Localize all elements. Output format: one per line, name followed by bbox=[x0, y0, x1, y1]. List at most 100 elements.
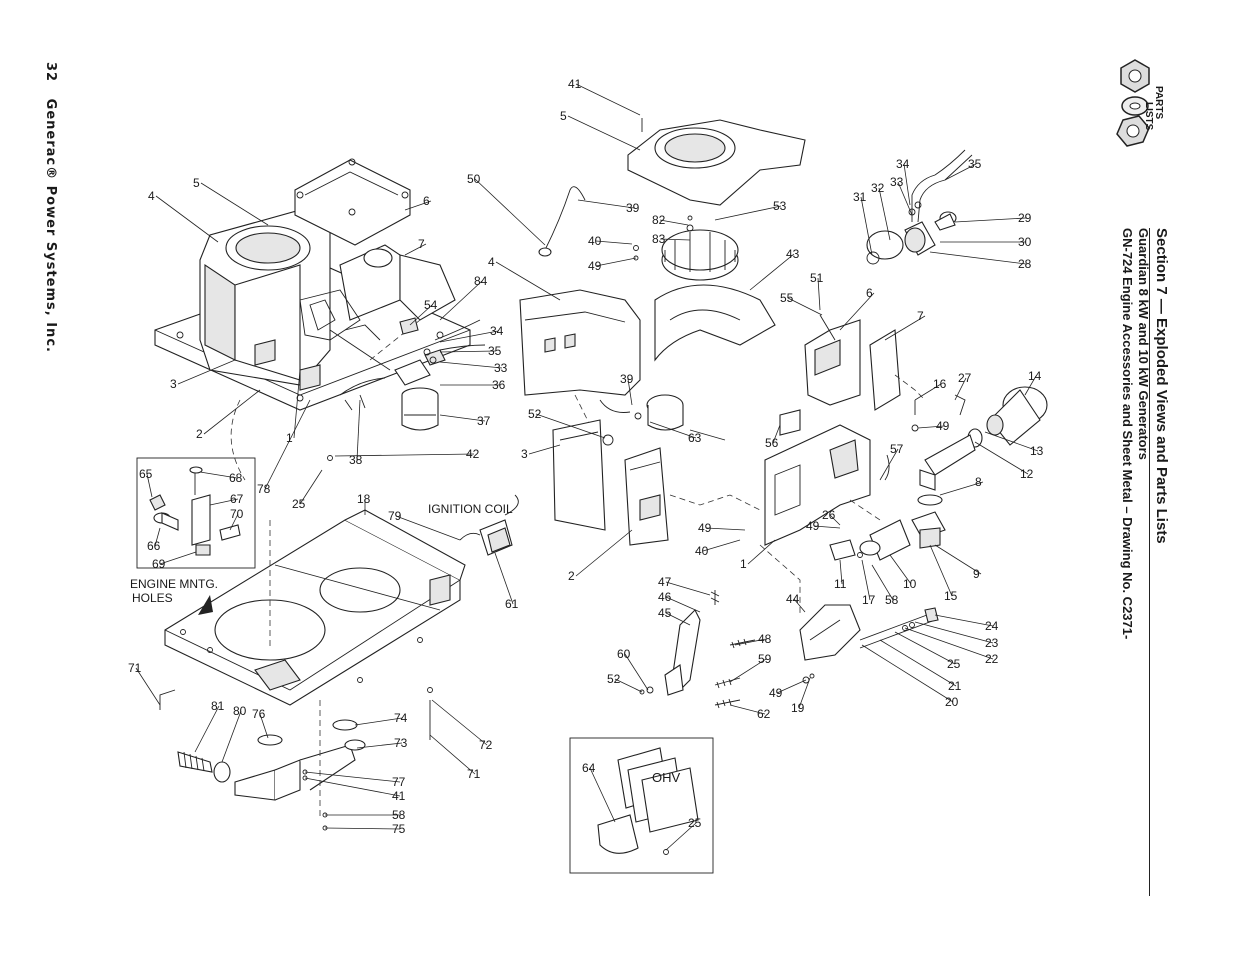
leader-line bbox=[528, 444, 561, 455]
callout-number: 74 bbox=[394, 711, 408, 725]
callout-number: 30 bbox=[1018, 235, 1032, 249]
callout-number: 66 bbox=[147, 539, 161, 553]
callout-number: 41 bbox=[392, 789, 406, 803]
leader-line bbox=[747, 539, 776, 565]
callout-number: 57 bbox=[890, 442, 904, 456]
leader-line bbox=[659, 219, 689, 226]
nut-washer-icon bbox=[1116, 59, 1150, 147]
callout-number: 60 bbox=[617, 647, 631, 661]
leader-line bbox=[939, 481, 984, 496]
leader-line bbox=[817, 277, 821, 311]
air-cleaner-assembly bbox=[829, 386, 1048, 561]
leader-line bbox=[159, 551, 197, 565]
leader-line bbox=[495, 261, 561, 301]
callout-number: 47 bbox=[658, 575, 672, 589]
leader-line bbox=[194, 705, 220, 753]
company-name: Generac® Power Systems, Inc. bbox=[43, 98, 58, 353]
callout-number: 43 bbox=[786, 247, 800, 261]
callout-number: 42 bbox=[466, 447, 480, 461]
leader-line bbox=[299, 469, 323, 505]
callout-number: 63 bbox=[688, 431, 702, 445]
callout-number: 79 bbox=[388, 509, 402, 523]
callout-number: 23 bbox=[985, 636, 999, 650]
leader-line bbox=[264, 399, 311, 490]
engine-mounting-label-line2: HOLES bbox=[132, 591, 173, 605]
callout-number: 52 bbox=[607, 672, 621, 686]
leader-line bbox=[879, 639, 957, 687]
leader-line bbox=[595, 240, 633, 245]
leader-line bbox=[665, 612, 691, 626]
right-panels bbox=[764, 314, 926, 546]
callout-number: 34 bbox=[896, 157, 910, 171]
leader-line bbox=[879, 448, 899, 481]
leader-line bbox=[829, 514, 841, 526]
callout-number: 4 bbox=[148, 189, 155, 203]
callout-number: 83 bbox=[652, 232, 666, 246]
fuel-solenoid-inset bbox=[136, 457, 256, 569]
leader-line bbox=[474, 178, 546, 246]
leader-line bbox=[439, 361, 503, 369]
callout-number: 17 bbox=[862, 593, 876, 607]
callout-number: 71 bbox=[467, 767, 481, 781]
callout-number: 45 bbox=[658, 606, 672, 620]
fuel-filter-assembly bbox=[327, 317, 486, 461]
leader-line bbox=[776, 679, 807, 694]
callout-number: 55 bbox=[780, 291, 794, 305]
leader-line bbox=[221, 710, 242, 763]
callout-number: 15 bbox=[944, 589, 958, 603]
callout-number: 5 bbox=[193, 176, 200, 190]
leader-line bbox=[395, 515, 461, 541]
leader-line bbox=[665, 822, 697, 851]
leader-line bbox=[439, 414, 486, 422]
leader-line bbox=[589, 767, 616, 823]
leader-line bbox=[1024, 375, 1037, 396]
governor-linkage bbox=[639, 544, 939, 709]
callout-number: 67 bbox=[230, 492, 244, 506]
leader-line bbox=[839, 559, 843, 585]
leader-line bbox=[199, 471, 238, 479]
leader-line bbox=[259, 713, 269, 739]
leader-line bbox=[155, 195, 219, 243]
callout-number: 52 bbox=[528, 407, 542, 421]
callout-number: 39 bbox=[626, 201, 640, 215]
leader-line bbox=[439, 280, 483, 321]
callout-number: 11 bbox=[834, 577, 847, 591]
leader-line bbox=[798, 677, 811, 709]
leader-line bbox=[894, 631, 956, 665]
callout-number: 29 bbox=[1018, 211, 1032, 225]
leader-line bbox=[567, 115, 641, 151]
leader-line bbox=[665, 581, 711, 596]
callout-number: 51 bbox=[810, 271, 824, 285]
leader-line bbox=[177, 359, 236, 385]
callout-number: 26 bbox=[822, 508, 836, 522]
leader-line bbox=[954, 217, 1027, 223]
mounting-base bbox=[159, 509, 466, 710]
leader-line bbox=[575, 83, 641, 116]
callout-number: 16 bbox=[933, 377, 947, 391]
leader-line bbox=[889, 554, 912, 585]
callout-number: 61 bbox=[505, 597, 519, 611]
leader-line bbox=[793, 598, 806, 613]
ohv-inset bbox=[569, 737, 714, 874]
callout-number: 2 bbox=[196, 427, 203, 441]
leader-line bbox=[904, 627, 994, 660]
leader-line bbox=[860, 196, 873, 256]
leader-line bbox=[649, 421, 697, 439]
leader-line bbox=[627, 378, 633, 406]
leader-line bbox=[917, 425, 945, 429]
leader-line bbox=[135, 667, 161, 706]
callout-number: 62 bbox=[757, 707, 771, 721]
callout-number: 19 bbox=[791, 701, 805, 715]
callout-number: 36 bbox=[492, 378, 506, 392]
callout-number: 84 bbox=[474, 274, 488, 288]
callout-number: 73 bbox=[394, 736, 408, 750]
leader-line bbox=[944, 163, 977, 181]
leader-line bbox=[154, 527, 161, 547]
leader-line bbox=[334, 453, 475, 457]
leader-line bbox=[934, 544, 982, 575]
leader-line bbox=[439, 330, 499, 343]
callout-number: 32 bbox=[871, 181, 885, 195]
leader-line bbox=[293, 369, 301, 439]
callout-number: 68 bbox=[229, 471, 243, 485]
